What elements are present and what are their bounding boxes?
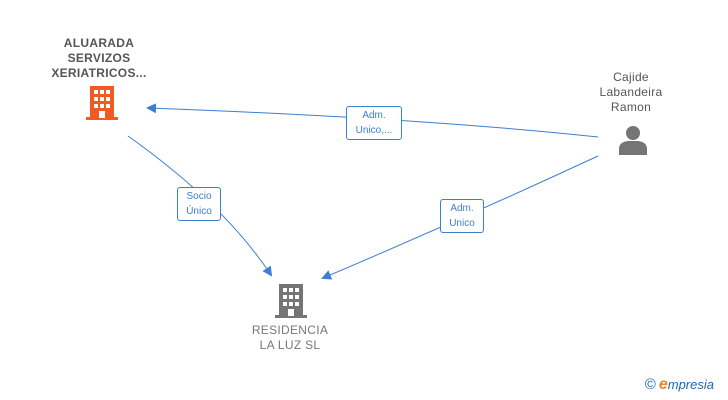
person-icon[interactable] bbox=[618, 125, 648, 155]
brand-name: mpresia bbox=[667, 377, 714, 392]
brand-logo-letter: e bbox=[658, 376, 668, 393]
edge-label-socio-unico[interactable]: Socio Único bbox=[177, 187, 221, 221]
node-label-aluarada[interactable]: ALUARADA SERVIZOS XERIATRICOS... bbox=[51, 36, 147, 80]
node-label-cajide[interactable]: Cajide Labandeira Ramon bbox=[599, 70, 663, 114]
copyright-icon: © bbox=[644, 376, 656, 393]
building-icon[interactable] bbox=[86, 86, 118, 120]
edge-label-adm-unico[interactable]: Adm. Unico bbox=[440, 199, 484, 233]
edge-label-adm-unico-etc[interactable]: Adm. Unico,... bbox=[346, 106, 402, 140]
empresia-brand: ©empresia bbox=[645, 376, 714, 394]
building-icon[interactable] bbox=[275, 284, 307, 318]
node-label-residencia[interactable]: RESIDENCIA LA LUZ SL bbox=[251, 323, 329, 352]
